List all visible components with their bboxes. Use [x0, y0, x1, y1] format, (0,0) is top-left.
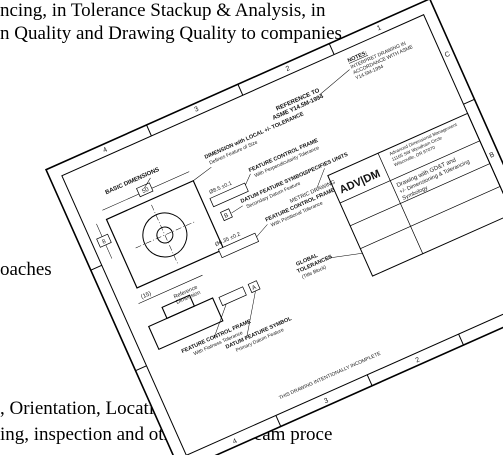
body-text-line-2: n Quality and Drawing Quality to compani…	[0, 23, 342, 44]
zone-label-2: 2	[285, 65, 292, 73]
zone-label-3-bottom: 3	[323, 397, 330, 405]
body-text-line-1: ncing, in Tolerance Stackup & Analysis, …	[0, 0, 326, 21]
zone-label-b: B	[489, 151, 496, 159]
part-outline	[105, 179, 225, 289]
zone-label-c: C	[444, 51, 451, 59]
leader-lines	[143, 167, 363, 338]
basic-dim-value: 50	[141, 187, 150, 195]
basic-dim-value-2: 8	[102, 239, 108, 246]
fcf-flatness	[218, 286, 247, 307]
datum-b-label: B	[224, 213, 230, 220]
zone-label-3: 3	[193, 106, 200, 114]
datum-a-label: A	[251, 285, 257, 292]
body-text-line-3: oaches	[0, 259, 52, 280]
basic-dim-box	[136, 182, 154, 198]
part-boss	[161, 294, 196, 320]
zone-label-4-bottom: 4	[232, 438, 239, 446]
reference-dim-value: (15)	[140, 291, 152, 301]
zone-label-4: 4	[102, 146, 109, 154]
datum-b-box	[220, 208, 233, 222]
fcf-perpendicularity	[209, 182, 249, 208]
fcf-position	[217, 232, 260, 259]
zone-label-2-bottom: 2	[415, 356, 422, 364]
zone-label-1: 1	[376, 24, 383, 32]
datum-a-box	[247, 280, 261, 294]
